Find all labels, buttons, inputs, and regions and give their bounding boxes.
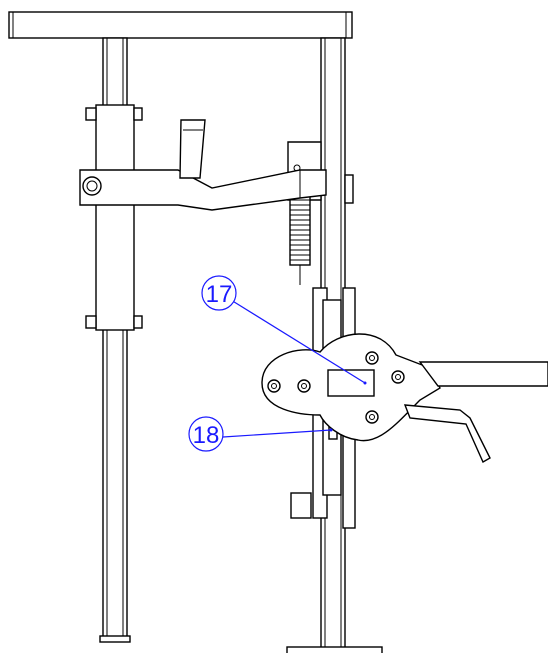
right-arm (403, 361, 548, 463)
bent-handle-arm (79, 119, 327, 211)
callout-18: 18 (188, 416, 333, 452)
callout-18-label: 18 (193, 422, 220, 449)
top-crossbar (8, 11, 353, 39)
spring-assembly (287, 141, 322, 285)
pivot-plate (261, 333, 441, 442)
callout-17-label: 17 (206, 281, 233, 308)
left-bracket (85, 104, 143, 331)
callout-18-anchor (329, 428, 333, 432)
callout-17-anchor (363, 381, 367, 385)
callout-17: 17 (201, 275, 367, 385)
